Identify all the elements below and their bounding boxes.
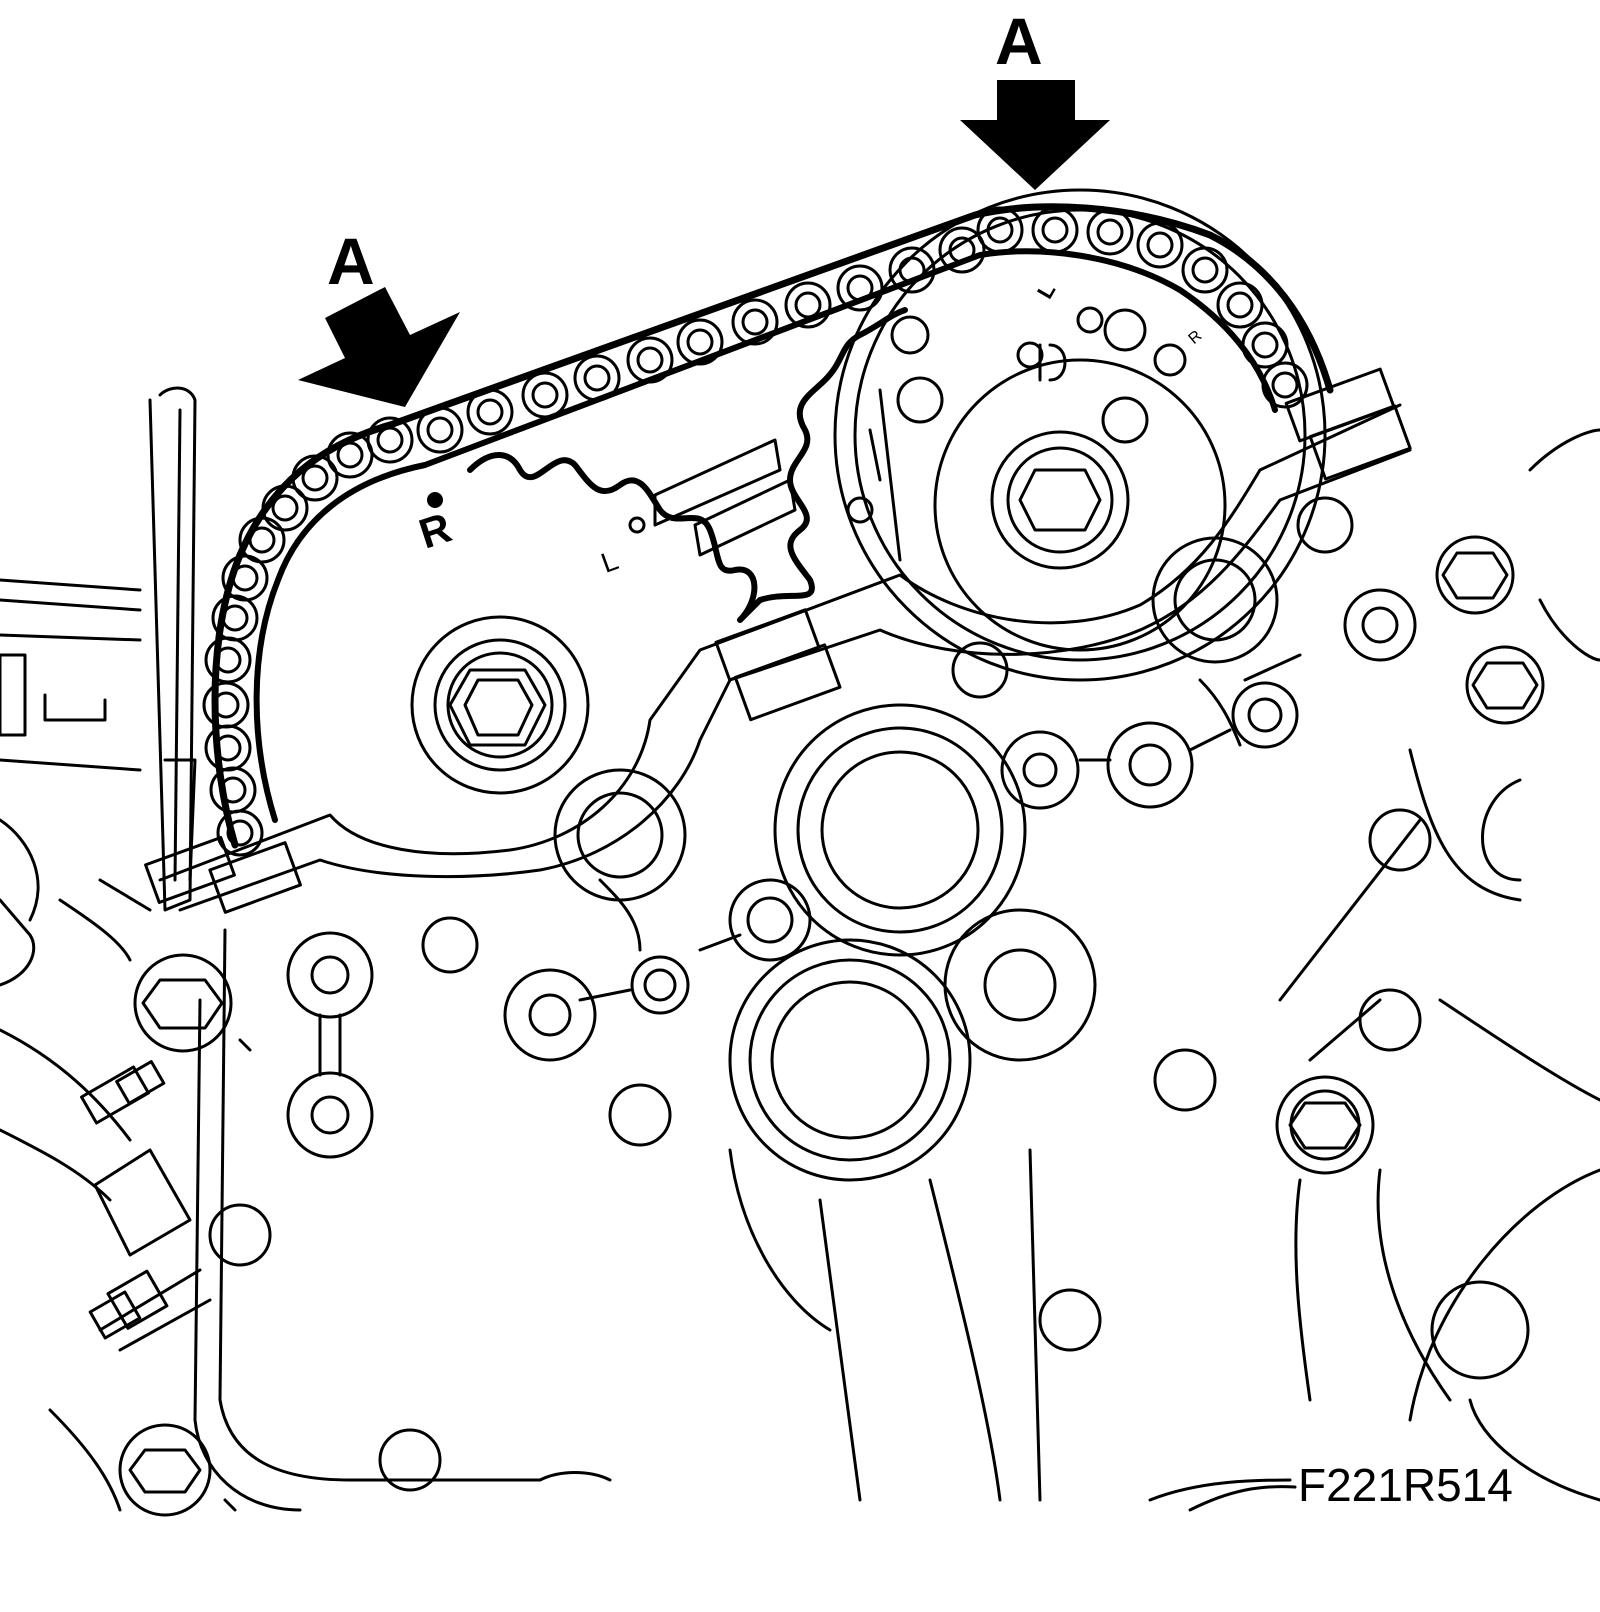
chain-roller	[686, 328, 714, 356]
chain-roller	[426, 416, 454, 444]
chain-roller	[271, 494, 299, 522]
chain-link	[366, 416, 414, 464]
figure-code: F221R514	[1298, 1459, 1513, 1511]
exhaust-camshaft-hub	[410, 615, 590, 795]
chain-roller	[636, 346, 664, 374]
chain-inner-edge	[253, 248, 1278, 823]
chain-link	[209, 766, 257, 814]
cylinder-head-casting	[144, 367, 1412, 914]
chain-roller	[336, 441, 364, 469]
chain-roller	[794, 291, 822, 319]
chain-roller	[1191, 256, 1219, 284]
arrow-left-label: A	[327, 224, 375, 298]
chain-link	[976, 206, 1024, 254]
chain-link	[1136, 221, 1184, 269]
chain-roller	[1226, 291, 1254, 319]
chain-link	[416, 406, 464, 454]
chain-roller	[846, 274, 874, 302]
left-bracket	[0, 578, 212, 1352]
chain-roller	[1096, 218, 1124, 246]
chain-roller	[226, 819, 254, 847]
chain-link	[626, 336, 674, 384]
chain-link	[938, 226, 986, 274]
chain-link	[521, 371, 569, 419]
chain-roller	[1146, 231, 1174, 259]
chain-rollers	[202, 206, 1309, 857]
chain-roller	[221, 604, 249, 632]
chain-link	[888, 246, 936, 294]
arrow-right	[960, 80, 1110, 190]
intake-camshaft-sprocket	[833, 188, 1327, 682]
arrow-right-label: A	[995, 4, 1043, 78]
chain-link	[291, 454, 339, 502]
chain-roller	[231, 564, 259, 592]
chain-link	[731, 298, 779, 346]
chain-link	[1181, 246, 1229, 294]
chain-roller	[1271, 371, 1299, 399]
intake-mark-dot	[628, 516, 646, 534]
chain-roller	[219, 776, 247, 804]
timing-chain	[202, 203, 1334, 857]
chain-link	[261, 484, 309, 532]
chain-roller	[214, 646, 242, 674]
chain-link	[573, 354, 621, 402]
chain-link	[466, 388, 514, 436]
chain-roller	[741, 308, 769, 336]
bolts	[118, 535, 1545, 1517]
chain-link	[1216, 281, 1264, 329]
chain-link	[204, 636, 252, 684]
chain-roller	[583, 364, 611, 392]
chain-roller	[376, 426, 404, 454]
chain-roller	[1251, 331, 1279, 359]
casting-webs	[578, 428, 1600, 1502]
chain-roller	[248, 526, 276, 554]
chain-tensioner-rail	[148, 386, 197, 912]
chain-link	[784, 281, 832, 329]
chain-link	[204, 724, 252, 772]
chain-link	[202, 681, 250, 729]
chain-link	[1086, 208, 1134, 256]
chain-link	[676, 318, 724, 366]
casting-holes	[208, 496, 1530, 1492]
chain-roller	[1041, 216, 1069, 244]
exhaust-mark-dot	[427, 492, 443, 508]
chain-link	[836, 264, 884, 312]
chain-link	[238, 516, 286, 564]
exhaust-sprocket-teeth	[467, 307, 908, 623]
chain-roller	[214, 734, 242, 762]
timing-cover-outline	[48, 928, 612, 1512]
arrow-left	[298, 287, 460, 407]
chain-roller	[212, 691, 240, 719]
chain-link	[1031, 206, 1079, 254]
chain-link	[1261, 361, 1309, 409]
chain-roller	[301, 464, 329, 492]
chain-roller	[531, 381, 559, 409]
chain-roller	[476, 398, 504, 426]
figure-code-leader	[1188, 1485, 1297, 1512]
